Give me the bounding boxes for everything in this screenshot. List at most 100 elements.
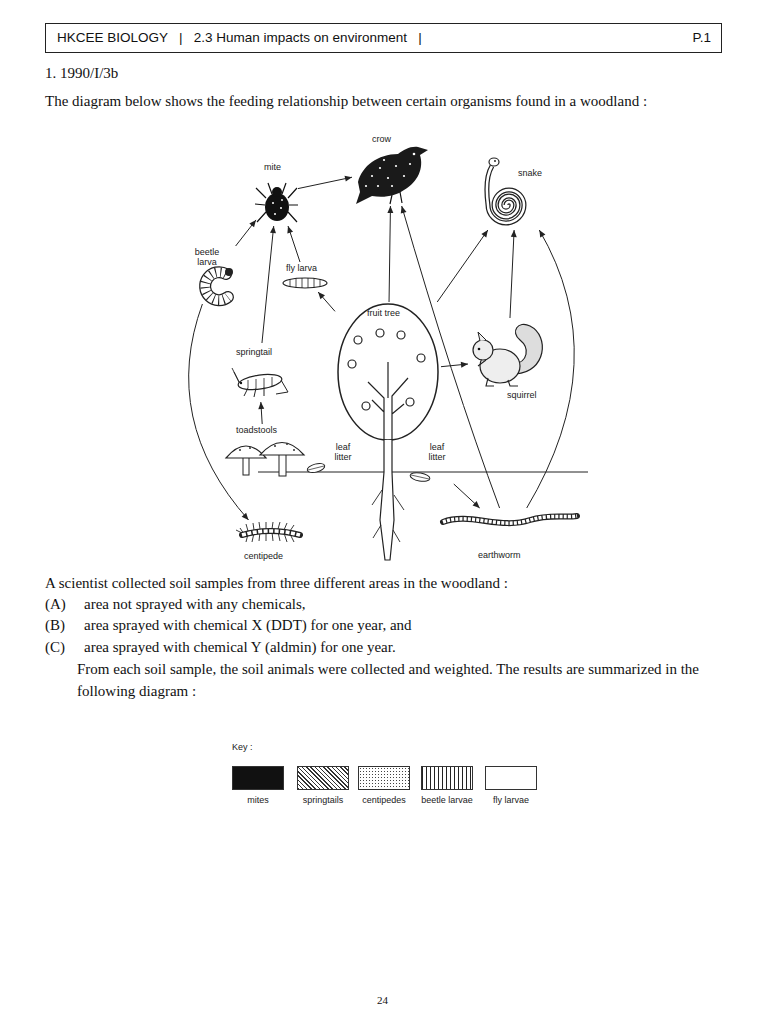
toadstools-drawing bbox=[279, 454, 286, 476]
arrow-head bbox=[473, 501, 480, 508]
question-text: area sprayed with chemical Y (aldmin) fo… bbox=[84, 636, 724, 658]
earthworm-drawing bbox=[443, 516, 577, 523]
arrow-head bbox=[249, 220, 256, 227]
fruit-tree-drawing bbox=[348, 329, 425, 410]
fruit-tree-drawing bbox=[362, 402, 370, 410]
question-text: area not sprayed with any chemicals, bbox=[84, 593, 724, 615]
organism-node: beetle larva bbox=[186, 246, 240, 304]
snake-drawing bbox=[489, 158, 499, 166]
legend-label: beetle larvae bbox=[421, 795, 473, 805]
key-heading: Key : bbox=[232, 742, 253, 752]
arrow-line bbox=[510, 230, 514, 318]
question-text: The diagram below shows the feeding rela… bbox=[45, 90, 755, 112]
snake-drawing bbox=[494, 160, 496, 162]
header-box: HKCEE BIOLOGY | 2.3 Human impacts on env… bbox=[45, 23, 722, 53]
toadstools-drawing bbox=[274, 445, 276, 447]
crow-drawing bbox=[391, 185, 393, 187]
food-chain-arrow bbox=[454, 484, 480, 508]
mite-drawing bbox=[265, 193, 289, 221]
crow-drawing bbox=[365, 153, 415, 187]
legend-swatch bbox=[485, 766, 537, 790]
organism-label: beetle larva bbox=[192, 247, 222, 267]
fruit-tree-drawing bbox=[338, 304, 438, 560]
crow-drawing bbox=[356, 147, 428, 204]
organism-node: crow bbox=[352, 132, 430, 206]
squirrel-drawing bbox=[473, 340, 493, 360]
springtail-drawing bbox=[248, 377, 272, 388]
leaf-drawing bbox=[411, 475, 429, 479]
arrow-head bbox=[345, 176, 352, 182]
toadstools-drawing bbox=[243, 457, 249, 475]
earthworm-drawing bbox=[443, 516, 577, 523]
arrow-head bbox=[461, 362, 468, 368]
crow-drawing bbox=[379, 167, 381, 169]
squirrel-drawing bbox=[478, 348, 481, 351]
toadstools-drawing bbox=[226, 446, 266, 458]
toadstools-drawing bbox=[249, 447, 251, 449]
beetle-larva-drawing bbox=[205, 272, 228, 300]
food-chain-arrow bbox=[298, 176, 352, 189]
mite-drawing bbox=[272, 187, 282, 197]
arrow-line bbox=[389, 206, 390, 302]
centipede-drawing bbox=[236, 522, 300, 542]
crow-drawing bbox=[365, 185, 367, 187]
food-chain-arrow bbox=[387, 206, 393, 302]
springtail-drawing bbox=[240, 382, 242, 384]
fruit-tree-drawing bbox=[354, 336, 362, 344]
fruit-tree-drawing bbox=[338, 304, 438, 440]
ground-line bbox=[258, 472, 588, 473]
springtail-drawing bbox=[232, 368, 240, 384]
crow-drawing bbox=[383, 159, 385, 161]
toadstools-drawing bbox=[239, 449, 241, 451]
question-text: (C) bbox=[45, 636, 65, 658]
crow-drawing bbox=[387, 177, 389, 179]
arrow-line bbox=[527, 230, 575, 508]
earthworm-drawing bbox=[443, 516, 577, 523]
organism-node: toadstools bbox=[222, 424, 306, 482]
food-chain-arrow bbox=[262, 226, 276, 343]
toadstools-drawing bbox=[293, 449, 295, 451]
question-text: (A) bbox=[45, 593, 66, 615]
crow-drawing bbox=[395, 165, 397, 167]
crow-drawing bbox=[403, 175, 405, 177]
squirrel-drawing bbox=[478, 332, 486, 341]
springtail-drawing bbox=[244, 380, 288, 397]
arrow-line bbox=[318, 292, 335, 311]
mite-drawing bbox=[255, 183, 298, 222]
leaf-drawing bbox=[409, 471, 430, 482]
question-text: From each soil sample, the soil animals … bbox=[77, 658, 727, 702]
organism-label: earthworm bbox=[478, 550, 521, 560]
page-number: 24 bbox=[377, 993, 388, 1007]
mite-drawing bbox=[272, 199, 283, 215]
squirrel-drawing bbox=[473, 324, 542, 386]
leaf-drawing bbox=[306, 462, 430, 483]
legend-swatch bbox=[232, 766, 284, 790]
arrow-head bbox=[258, 402, 264, 409]
centipede-drawing bbox=[242, 531, 300, 535]
food-chain-arrow bbox=[441, 362, 468, 368]
arrow-line bbox=[236, 220, 256, 246]
toadstools-drawing bbox=[260, 443, 304, 456]
legend-swatch bbox=[297, 766, 349, 790]
arrow-head bbox=[387, 206, 393, 213]
question-text: 1. 1990/I/3b bbox=[45, 62, 118, 84]
legend-label: mites bbox=[247, 795, 269, 805]
arrow-head bbox=[511, 230, 517, 237]
crow-drawing bbox=[377, 185, 379, 187]
crow-drawing bbox=[371, 175, 373, 177]
fly-larva-drawing bbox=[290, 278, 320, 288]
crow-drawing bbox=[413, 153, 416, 156]
arrow-head bbox=[401, 206, 407, 214]
mite-drawing bbox=[274, 213, 276, 215]
arrow-line bbox=[288, 226, 300, 262]
squirrel-drawing bbox=[478, 360, 518, 386]
organism-node: mite bbox=[256, 160, 298, 226]
question-text: (B) bbox=[45, 614, 65, 636]
food-chain-arrow bbox=[236, 220, 256, 246]
beetle-larva-drawing bbox=[205, 272, 228, 300]
arrow-line bbox=[454, 484, 480, 508]
arrow-line bbox=[402, 206, 500, 508]
organism-node: centipede bbox=[232, 520, 304, 564]
fruit-tree-drawing bbox=[368, 362, 408, 440]
